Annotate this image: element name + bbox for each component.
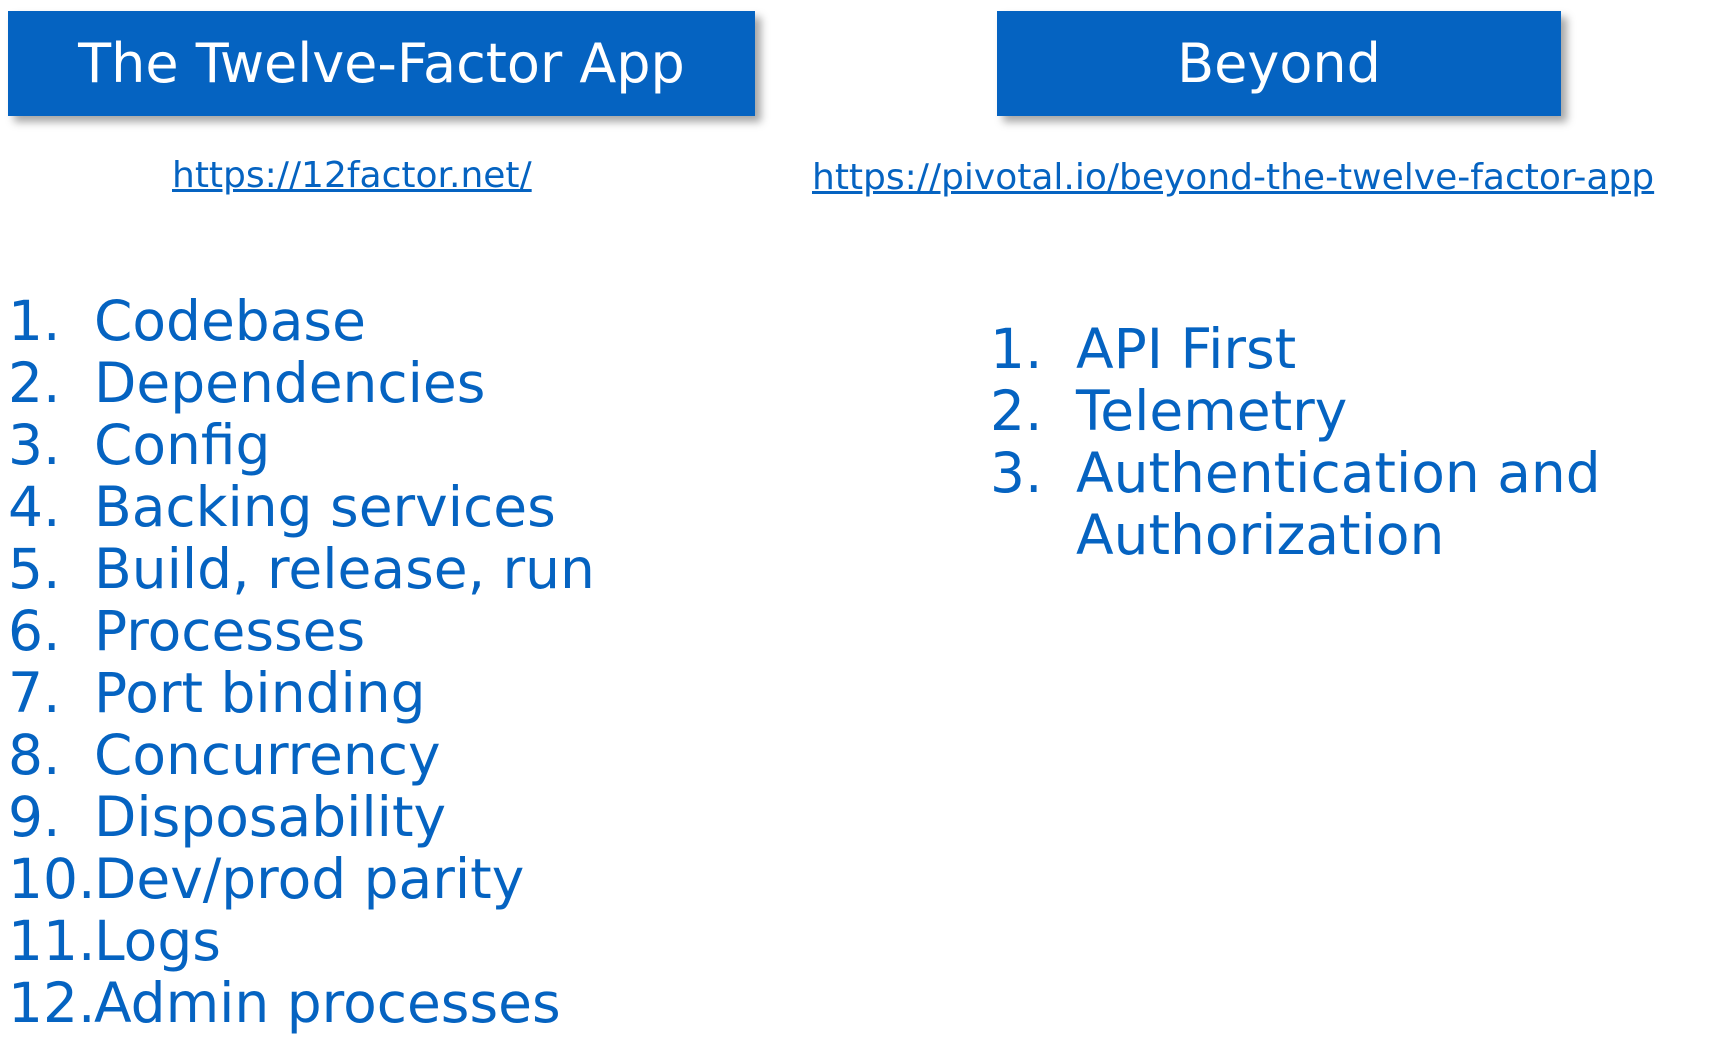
list-item-number: 10. <box>8 847 96 911</box>
list-item: 4. Backing services <box>8 476 595 538</box>
list-item-number: 4. <box>8 475 61 539</box>
list-item-number: 12. <box>8 971 96 1035</box>
list-item: 11.Logs <box>8 910 595 972</box>
twelve-factor-header: The Twelve-Factor App <box>8 11 755 116</box>
list-item: 2. Dependencies <box>8 352 595 414</box>
list-item: 10.Dev/prod parity <box>8 848 595 910</box>
list-item-label: Backing services <box>94 475 556 539</box>
list-item-label: API First <box>1076 317 1297 381</box>
list-item-label: Admin processes <box>94 971 561 1035</box>
list-item: 1. API First <box>990 318 1601 380</box>
list-item-number: 7. <box>8 661 61 725</box>
beyond-header: Beyond <box>997 11 1561 116</box>
list-item-number: 3. <box>990 441 1043 505</box>
list-item: 7. Port binding <box>8 662 595 724</box>
list-item-number: 1. <box>8 289 61 353</box>
list-item-number: 8. <box>8 723 61 787</box>
list-item: 12.Admin processes <box>8 972 595 1034</box>
list-item-label: Concurrency <box>94 723 441 787</box>
list-item: 9. Disposability <box>8 786 595 848</box>
list-item-label: Processes <box>94 599 366 663</box>
list-item-label: Port binding <box>94 661 426 725</box>
list-item-label: Config <box>94 413 271 477</box>
list-item-label: Dev/prod parity <box>94 847 525 911</box>
list-item-label: Codebase <box>94 289 366 353</box>
list-item-label: Logs <box>94 909 221 973</box>
list-item: 8. Concurrency <box>8 724 595 786</box>
list-item-number: 5. <box>8 537 61 601</box>
list-item-number: 3. <box>8 413 61 477</box>
twelve-factor-link[interactable]: https://12factor.net/ <box>172 155 532 196</box>
list-item-number: 2. <box>990 379 1043 443</box>
list-item-number: 6. <box>8 599 61 663</box>
list-item-label: Authentication and <box>1076 441 1601 505</box>
list-item-number: 1. <box>990 317 1043 381</box>
list-item: 2. Telemetry <box>990 380 1601 442</box>
twelve-factor-list: 1. Codebase 2. Dependencies 3. Config 4. Bac… <box>8 290 595 1034</box>
twelve-factor-header-text: The Twelve-Factor App <box>78 32 685 95</box>
list-item-label: Dependencies <box>94 351 486 415</box>
list-item: 3. Config <box>8 414 595 476</box>
list-item: 5. Build, release, run <box>8 538 595 600</box>
beyond-list: 1. API First 2. Telemetry 3. Authentication… <box>990 318 1601 566</box>
list-item-number: 11. <box>8 909 96 973</box>
list-item: 6. Processes <box>8 600 595 662</box>
beyond-link[interactable]: https://pivotal.io/beyond-the-twelve-fac… <box>812 157 1655 198</box>
list-item-label: Build, release, run <box>94 537 595 601</box>
list-item-number: 9. <box>8 785 61 849</box>
list-item-label-continuation: Authorization <box>1076 503 1445 567</box>
beyond-header-text: Beyond <box>1177 32 1381 95</box>
list-item-label: Disposability <box>94 785 447 849</box>
list-item: 1. Codebase <box>8 290 595 352</box>
list-item-label: Telemetry <box>1076 379 1348 443</box>
list-item-number: 2. <box>8 351 61 415</box>
